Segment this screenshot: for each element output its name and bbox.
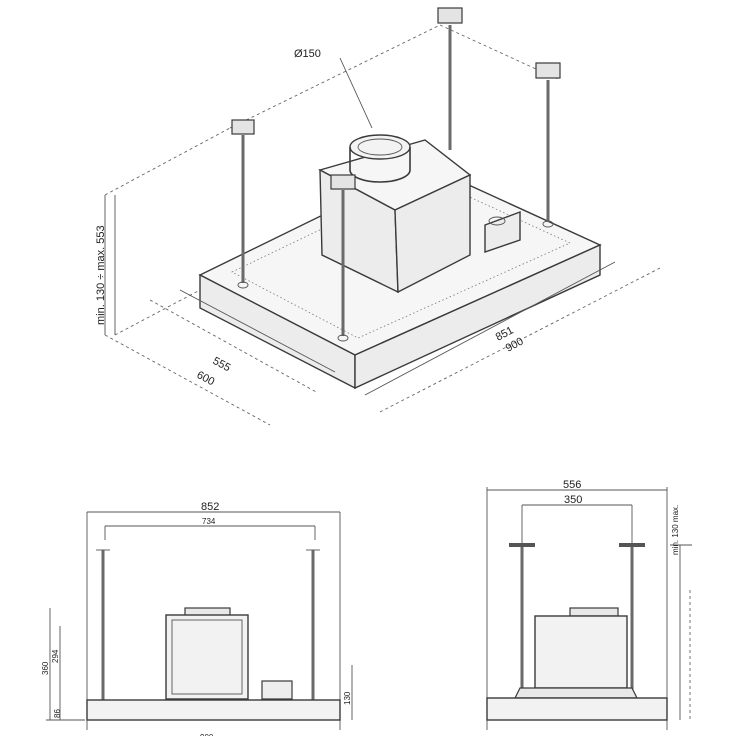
width-dim-line-inner [364, 261, 616, 396]
front-width-inner-label: 734 [202, 517, 216, 526]
front-view: 852 734 360 294 86 130 900 [41, 501, 353, 736]
motor-box-side [394, 173, 471, 294]
base-plate-front-right [354, 243, 601, 390]
depth-outer-label: 600 [195, 369, 217, 388]
depth-dim-line-outer [149, 299, 319, 394]
control-module [484, 210, 521, 253]
isometric-view: Ø150 min. 130 ÷ max. 553 555 600 851 900 [95, 7, 661, 426]
rod-front-foot [337, 334, 349, 342]
bracket-back [437, 7, 463, 24]
side-duct-collar [569, 607, 619, 617]
ceiling-outline-back [229, 24, 441, 129]
height-range-label: min. 130 ÷ max. 553 [95, 225, 107, 325]
side-height-min-label: min. 130 max. [671, 505, 680, 555]
width-dim-line-outer [379, 267, 661, 413]
control-module-top [488, 216, 506, 226]
side-base-plate [486, 697, 668, 721]
front-width-outer-label: 852 [201, 501, 219, 513]
depth-dim-guide [104, 334, 271, 426]
front-control-module [261, 680, 293, 700]
front-motor-box-inner [171, 619, 243, 695]
duct-inner [357, 138, 403, 156]
side-width-outer-label: 556 [563, 479, 581, 491]
side-plate-bevel [514, 687, 638, 699]
front-height-right-label: 130 [343, 691, 352, 705]
depth-inner-label: 555 [211, 355, 233, 374]
front-bottom-label: 900 [200, 733, 214, 736]
bracket-left [231, 119, 255, 135]
side-view: 556 350 min. 130 max. [486, 479, 692, 730]
front-height-body-label: 86 [53, 709, 62, 718]
ceiling-outline-left [104, 127, 231, 196]
front-height-motor-label: 294 [51, 649, 60, 663]
bracket-front [330, 174, 356, 190]
side-rod-left-cap [509, 543, 535, 547]
height-ref-floor [114, 289, 201, 336]
rod-left-foot [237, 281, 249, 289]
duct-diameter-label: Ø150 [294, 48, 321, 60]
front-height-total-label: 360 [41, 661, 50, 675]
duct-body [349, 147, 411, 183]
duct-leader [339, 57, 373, 129]
rod-right-foot [542, 220, 554, 228]
front-base-plate [86, 699, 341, 721]
side-motor-box [534, 615, 628, 689]
side-width-inner-label: 350 [564, 494, 582, 506]
front-motor-box [165, 614, 249, 700]
depth-dim-line-inner [179, 289, 336, 373]
side-rod-right-cap [619, 543, 645, 547]
bracket-right [535, 62, 561, 79]
